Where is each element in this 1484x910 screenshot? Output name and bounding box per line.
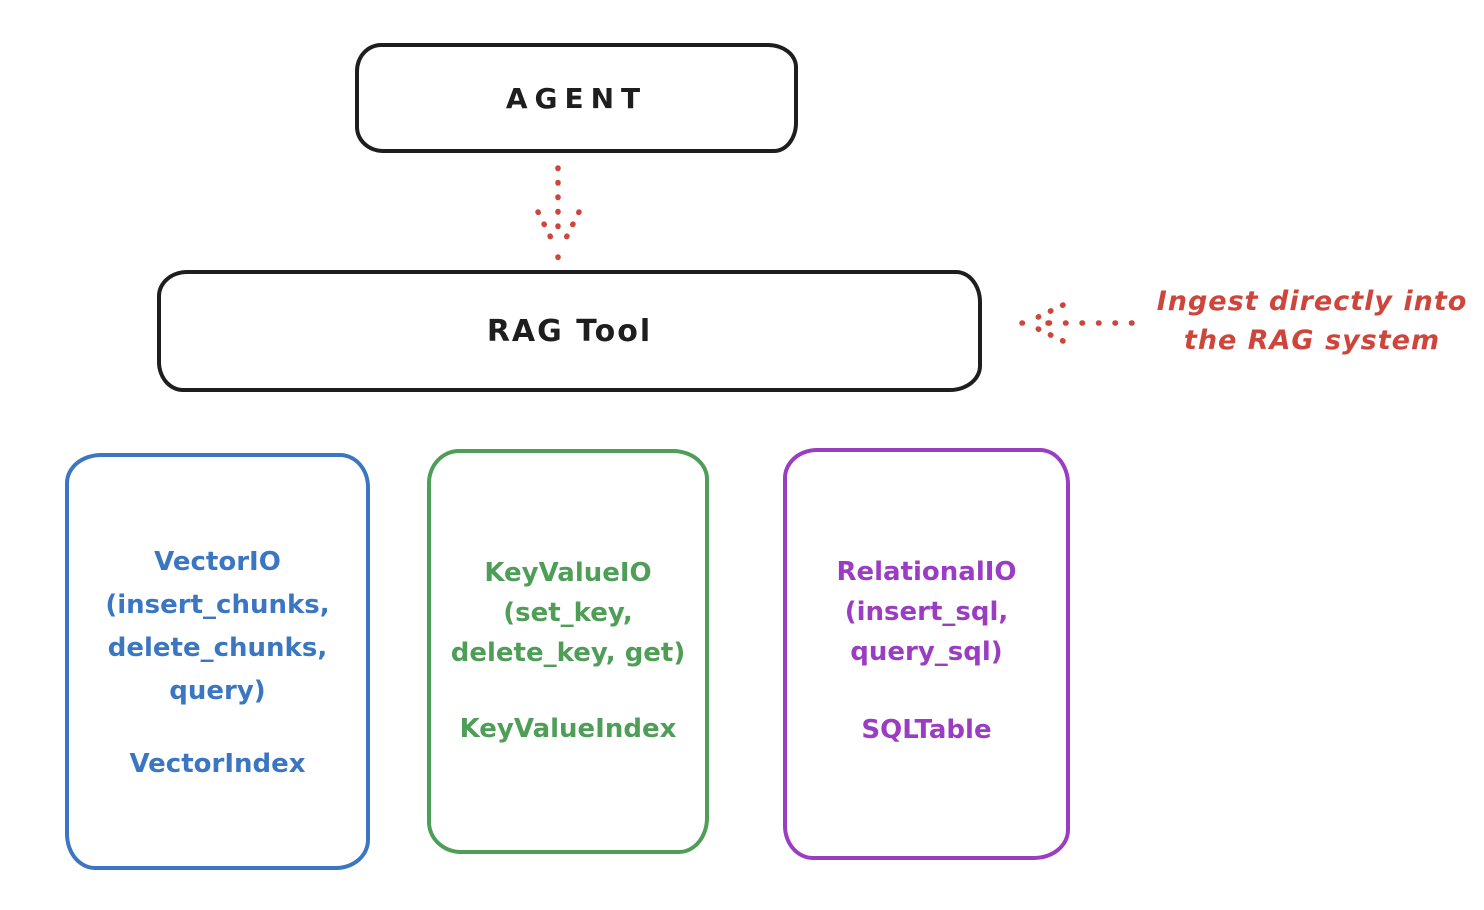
keyvalue-io-line: (set_key, — [503, 598, 633, 628]
relational-io-box: RelationalIO (insert_sql, query_sql) SQL… — [783, 448, 1070, 860]
agent-to-rag-dotted-arrow — [535, 165, 582, 261]
keyvalue-io-box: KeyValueIO (set_key, delete_key, get) Ke… — [427, 449, 709, 854]
relational-io-line: (insert_sql, — [844, 597, 1009, 627]
keyvalue-io-line: delete_key, get) — [450, 638, 686, 668]
vector-io-box: VectorIO (insert_chunks, delete_chunks, … — [65, 453, 370, 870]
sql-table-label: SQLTable — [861, 715, 992, 745]
agent-box: AGENT — [355, 43, 798, 153]
relational-io-line: query_sql) — [850, 637, 1003, 667]
relational-io-line: RelationalIO — [836, 557, 1017, 587]
rag-tool-label: RAG Tool — [486, 313, 653, 349]
vector-index-label: VectorIndex — [129, 749, 306, 779]
vector-io-line: (insert_chunks, — [105, 590, 330, 620]
vector-io-line: delete_chunks, — [107, 633, 328, 663]
keyvalue-io-line: KeyValueIO — [484, 558, 652, 588]
keyvalue-index-label: KeyValueIndex — [459, 714, 677, 744]
vector-io-line: VectorIO — [154, 547, 281, 577]
ingest-to-rag-dotted-arrow — [1019, 302, 1135, 344]
ingest-annotation-line1: Ingest directly into — [1156, 286, 1468, 317]
vector-io-line: query) — [169, 676, 266, 706]
rag-tool-box: RAG Tool — [157, 270, 982, 392]
ingest-annotation: Ingest directly into the RAG system — [1140, 282, 1484, 360]
ingest-annotation-line2: the RAG system — [1183, 325, 1441, 356]
agent-label: AGENT — [505, 81, 648, 115]
